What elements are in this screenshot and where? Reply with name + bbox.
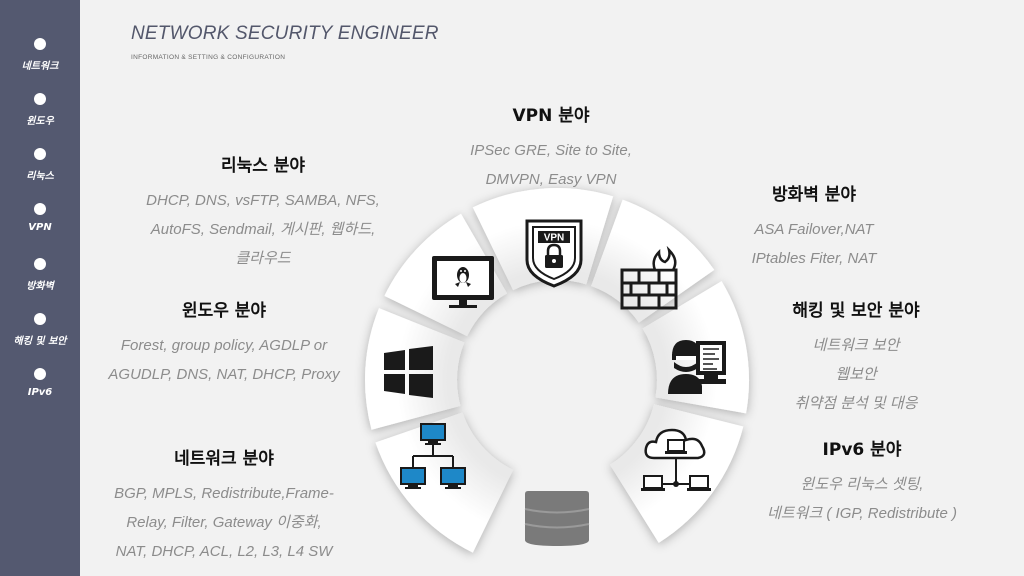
nav-dot-icon [34, 313, 46, 325]
sidebar: 네트워크 윈도우 리눅스 VPN 방화벽 해킹 및 보안 IPv6 [0, 0, 80, 576]
nav-dot-icon [34, 203, 46, 215]
sidebar-item-label: 리눅스 [26, 171, 54, 182]
nav-dot-icon [34, 258, 46, 270]
category-desc-line: BGP, MPLS, Redistribute,Frame- [114, 485, 334, 502]
category-linux: 리눅스 분야 DHCP, DNS, vsFTP, SAMBA, NFS, Aut… [128, 151, 398, 273]
category-desc-line: 웹보안 [835, 366, 877, 383]
database-icon[interactable] [524, 491, 590, 546]
category-desc-line: AGUDLP, DNS, NAT, DHCP, Proxy [108, 366, 340, 383]
firewall-icon[interactable] [620, 245, 678, 310]
sidebar-item-label: 네트워크 [21, 61, 59, 72]
nav-dot-icon [34, 148, 46, 160]
category-desc-line: DHCP, DNS, vsFTP, SAMBA, NFS, [146, 192, 380, 209]
category-title: 네트워크 분야 [174, 449, 274, 469]
cloud-network-icon[interactable] [641, 428, 711, 491]
category-desc-line: 클라우드 [235, 250, 291, 267]
category-title: VPN 분야 [512, 106, 590, 126]
category-desc-line: ASA Failover,NAT [754, 221, 874, 238]
category-title: IPv6 분야 [822, 440, 902, 460]
page-subtitle: INFORMATION & SETTING & CONFIGURATION [131, 54, 286, 61]
category-title: 윈도우 분야 [181, 301, 267, 321]
category-desc-line: 윈도우 리눅스 셋팅, [800, 476, 924, 493]
category-title: 리눅스 분야 [220, 156, 306, 176]
category-firewall: 방화벽 분야 ASA Failover,NAT IPtables Fiter, … [729, 180, 899, 273]
sidebar-item-linux[interactable]: 리눅스 [0, 148, 80, 182]
page-title: NETWORK SECURITY ENGINEER [131, 23, 439, 44]
category-desc-line: 취약점 분석 및 대응 [794, 395, 918, 412]
category-desc-line: Forest, group policy, AGDLP or [120, 337, 328, 354]
linux-monitor-icon[interactable] [432, 256, 494, 308]
sidebar-item-label: 윈도우 [26, 116, 54, 127]
windows-icon[interactable] [384, 346, 433, 398]
category-hacking: 해킹 및 보안 분야 네트워크 보안 웹보안 취약점 분석 및 대응 [766, 296, 946, 418]
category-desc-line: DMVPN, Easy VPN [485, 171, 617, 188]
nav-dot-icon [34, 368, 46, 380]
category-desc-line: AutoFS, Sendmail, 게시판, 웹하드, [150, 221, 376, 238]
sidebar-item-firewall[interactable]: 방화벽 [0, 258, 80, 292]
nav-dot-icon [34, 93, 46, 105]
vpn-shield-icon[interactable]: VPN [525, 219, 583, 288]
category-desc-line: IPSec GRE, Site to Site, [470, 142, 632, 159]
sidebar-item-label: IPv6 [27, 387, 53, 398]
category-ipv6: IPv6 분야 윈도우 리눅스 셋팅, 네트워크 ( IGP, Redistri… [748, 435, 976, 528]
category-title: 해킹 및 보안 분야 [792, 301, 920, 321]
nav-dot-icon [34, 38, 46, 50]
category-title: 방화벽 분야 [771, 185, 857, 205]
category-network: 네트워크 분야 BGP, MPLS, Redistribute,Frame- R… [96, 444, 352, 566]
category-desc-line: IPtables Fiter, NAT [751, 250, 877, 267]
sidebar-item-windows[interactable]: 윈도우 [0, 93, 80, 127]
sidebar-item-hacking[interactable]: 해킹 및 보안 [0, 313, 80, 347]
sidebar-item-vpn[interactable]: VPN [0, 203, 80, 233]
sidebar-item-label: VPN [28, 222, 52, 233]
category-desc-line: 네트워크 ( IGP, Redistribute ) [767, 505, 957, 522]
category-vpn: VPN 분야 IPSec GRE, Site to Site, DMVPN, E… [451, 101, 651, 194]
category-windows: 윈도우 분야 Forest, group policy, AGDLP or AG… [94, 296, 354, 389]
sidebar-item-label: 해킹 및 보안 [13, 336, 67, 347]
sidebar-item-network[interactable]: 네트워크 [0, 38, 80, 72]
category-desc-line: Relay, Filter, Gateway 이중화, [126, 514, 322, 531]
sidebar-item-label: 방화벽 [26, 281, 54, 292]
category-desc-line: NAT, DHCP, ACL, L2, L3, L4 SW [115, 543, 333, 560]
vpn-badge-text: VPN [544, 233, 565, 244]
category-desc-line: 네트워크 보안 [812, 337, 900, 354]
sidebar-item-ipv6[interactable]: IPv6 [0, 368, 80, 398]
hacker-icon[interactable] [668, 340, 726, 394]
network-topology-icon[interactable] [400, 423, 466, 489]
